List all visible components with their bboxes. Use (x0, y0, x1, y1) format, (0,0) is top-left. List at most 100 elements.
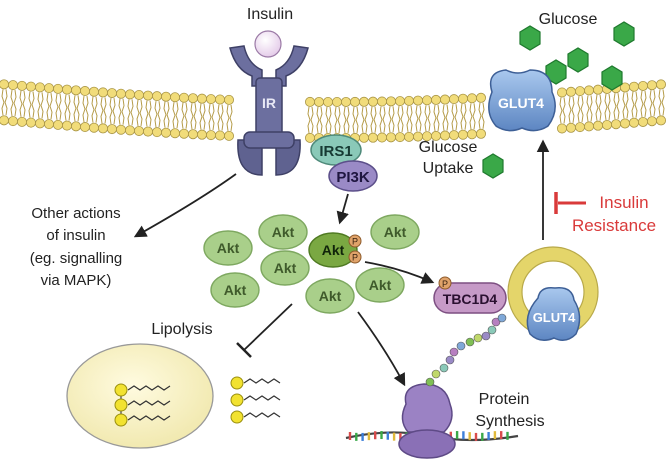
lipid-tail (145, 113, 152, 127)
lipid-tail (37, 105, 44, 119)
amino-acid (497, 313, 507, 323)
akt-label: Akt (272, 224, 295, 240)
lipid-head (223, 94, 234, 105)
lipid-head (349, 96, 360, 107)
lipolysis-label: Lipolysis (151, 321, 212, 338)
lipid-tail (109, 110, 116, 125)
lipid-head (142, 126, 153, 137)
akt-label: Akt (319, 288, 342, 304)
lipid-tail (136, 99, 143, 114)
akt-label: Akt (369, 277, 392, 293)
lipid-tail (379, 119, 386, 133)
insulin-resistance-label-line2: Resistance (572, 216, 656, 235)
lipid-tail (100, 110, 107, 124)
lipid-head (466, 93, 477, 104)
lipid-tail (64, 94, 71, 108)
glucose-label: Glucose (539, 11, 598, 28)
lipid-head (394, 96, 405, 107)
lipid-tail (397, 106, 404, 120)
lipid-head (358, 96, 369, 107)
lipid-tail (433, 117, 440, 131)
lipid-tail (370, 106, 377, 120)
lipid-tail (595, 107, 602, 121)
lipid-head (439, 94, 450, 105)
lipid-head (611, 119, 622, 130)
amino-acid (487, 325, 497, 335)
lipid-head (178, 92, 189, 103)
akt-inactive: Akt (355, 267, 405, 303)
lipid-tail (91, 109, 98, 123)
lipid-head (358, 132, 369, 143)
lipid-head (647, 80, 658, 91)
lipid-head (53, 119, 64, 130)
lipid-head (151, 91, 162, 102)
amino-acid (481, 331, 491, 341)
lipid-head (629, 81, 640, 92)
lipid-head (557, 123, 568, 134)
lipid-head (376, 96, 387, 107)
lipid-tail (82, 108, 89, 123)
glucose-uptake-label-line2: Uptake (423, 160, 474, 177)
akt-label: Akt (217, 240, 240, 256)
lipid-tail (1, 89, 8, 103)
lipid-head (196, 93, 207, 104)
lipid-head (187, 129, 198, 140)
lipid-tail (478, 115, 485, 129)
lipid-tail (226, 117, 233, 131)
lipid-tail (19, 90, 26, 105)
lipid-tail (91, 96, 98, 110)
lipid-head (475, 92, 486, 103)
lipid-head (98, 123, 109, 134)
lipid-head (457, 129, 468, 140)
lipid-tail (55, 106, 62, 120)
lipid-head (178, 128, 189, 139)
lipid-tail (415, 105, 422, 119)
lipid-tail (1, 102, 8, 116)
lipid-tail (163, 114, 170, 128)
lipid-head (304, 132, 315, 143)
lipid-tail (127, 112, 134, 126)
lipid-head (25, 81, 36, 92)
insulin-resistance-label-line1: Insulin (599, 193, 648, 212)
lipid-tail (343, 119, 350, 134)
lipid-head (160, 91, 171, 102)
lipid-tail (37, 92, 44, 106)
lipid-tail (208, 104, 215, 118)
lipid-head (304, 96, 315, 107)
lipid-head (223, 130, 234, 141)
akt-inactive: Akt (210, 272, 260, 308)
lipid-tail (460, 116, 467, 130)
lipid-tail (199, 103, 206, 117)
lipid-tail (28, 104, 35, 118)
cell-membrane (0, 79, 666, 143)
lipid-tail (46, 105, 53, 120)
lipid-tail (217, 117, 224, 131)
lipid-head (340, 96, 351, 107)
lipid-head (557, 87, 568, 98)
lipid-head (196, 129, 207, 140)
glut4-vesicle-label: GLUT4 (533, 310, 576, 325)
akt-label: Akt (384, 224, 407, 240)
lipid-head (331, 96, 342, 107)
lipid-tail (181, 102, 188, 116)
lipid-tail (370, 119, 377, 133)
amino-acid (431, 369, 441, 379)
lipid-tail (226, 104, 233, 119)
glucose-molecules (482, 21, 635, 179)
lipid-head (575, 86, 586, 97)
tbc1d4-protein: TBC1D4 P (433, 276, 507, 314)
amino-acid (473, 333, 483, 343)
insulin-receptor (229, 30, 309, 176)
protein-synthesis-line2: Synthesis (475, 413, 544, 430)
tbc1d4-label: TBC1D4 (443, 291, 498, 307)
lipid-head (584, 85, 595, 96)
glucose-icon (601, 65, 623, 91)
lipid-tail (145, 100, 152, 114)
lipid-tail (181, 115, 188, 129)
lipid-head (575, 122, 586, 133)
lipid-head (0, 115, 9, 126)
lipid-head (25, 117, 36, 128)
lipid-head (205, 130, 216, 141)
